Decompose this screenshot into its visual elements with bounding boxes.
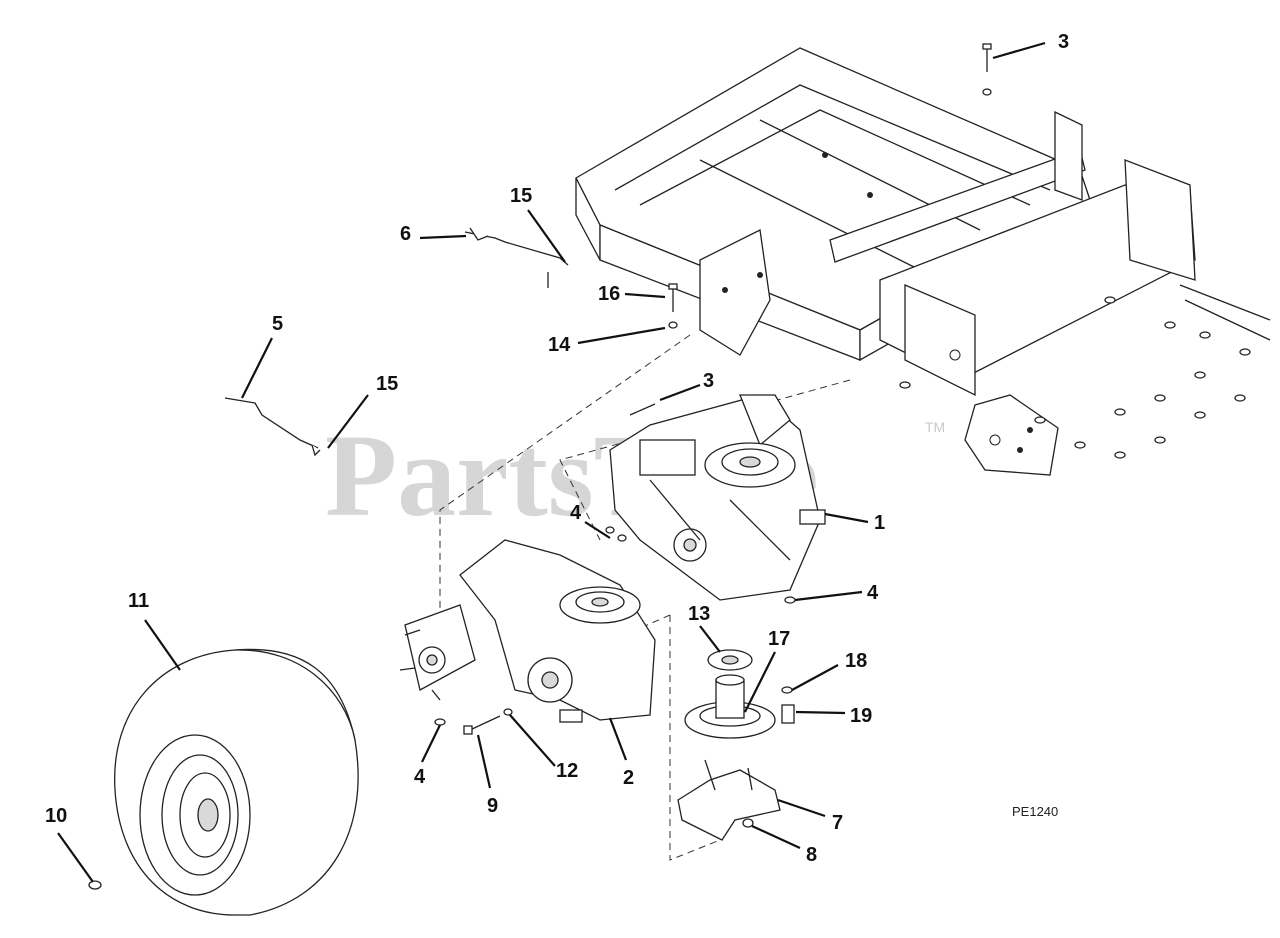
callout-3-top: 3 (1058, 31, 1069, 53)
callout-9: 9 (487, 795, 498, 817)
leader-lines (57, 41, 1046, 883)
callout-labels: 3 15 6 16 5 14 15 3 4 1 4 11 13 17 18 19… (45, 31, 1069, 866)
rear-wheel (114, 648, 359, 916)
bolts-and-nuts (88, 43, 992, 890)
right-transmission (609, 394, 826, 601)
callout-13: 13 (688, 603, 710, 625)
left-transmission (399, 539, 656, 723)
callout-15-left: 15 (376, 373, 398, 395)
callout-15-top: 15 (510, 185, 532, 207)
callout-12: 12 (556, 760, 578, 782)
callout-17: 17 (768, 628, 790, 650)
callout-4-lower: 4 (414, 766, 426, 788)
callout-2: 2 (623, 767, 634, 789)
callout-19: 19 (850, 705, 872, 727)
idler-assembly (677, 649, 795, 841)
callout-10: 10 (45, 805, 67, 827)
callout-11: 11 (128, 590, 149, 612)
callout-6: 6 (400, 223, 411, 245)
watermark-trademark: TM (925, 419, 945, 435)
callout-8: 8 (806, 844, 817, 866)
callout-4-right: 4 (867, 582, 879, 604)
mower-frame (575, 47, 1271, 476)
callout-7: 7 (832, 812, 843, 834)
callout-4-upper: 4 (570, 502, 582, 524)
callout-18: 18 (845, 650, 867, 672)
callout-5: 5 (272, 313, 283, 335)
callout-3-mid: 3 (703, 370, 714, 392)
callout-14: 14 (548, 334, 571, 356)
drawing-code: PE1240 (1012, 804, 1058, 819)
callout-16: 16 (598, 283, 620, 305)
callout-1: 1 (874, 512, 885, 534)
